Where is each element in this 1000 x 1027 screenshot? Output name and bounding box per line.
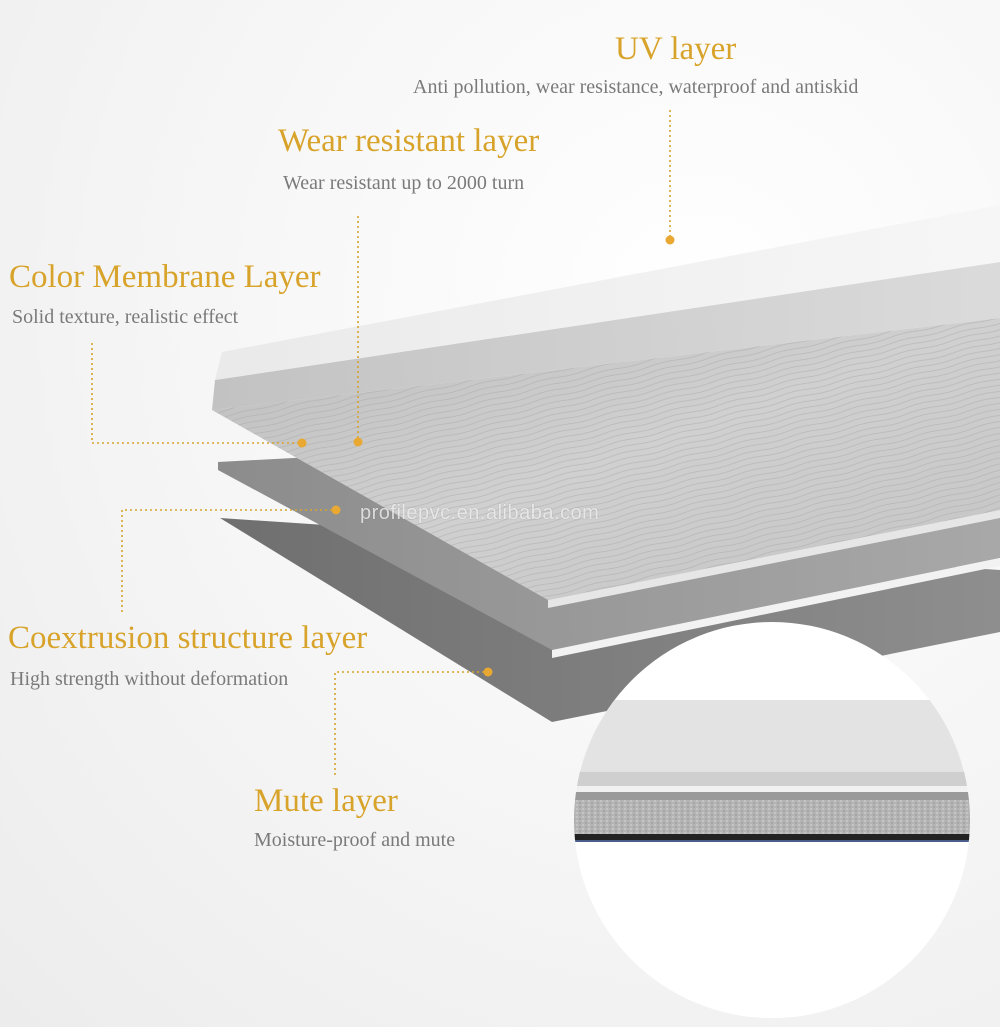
color-membrane-layer-title: Color Membrane Layer [9, 261, 321, 294]
wear-dot [354, 438, 363, 447]
watermark: profilepvc.en.alibaba.com [360, 502, 599, 525]
uv-dot [666, 236, 675, 245]
color-membrane-layer-description: Solid texture, realistic effect [12, 307, 238, 327]
mute-leader [335, 672, 488, 775]
wear-resistant-layer-description: Wear resistant up to 2000 turn [283, 173, 524, 193]
mute-layer-title: Mute layer [254, 785, 398, 818]
coextrusion-dot [332, 506, 341, 515]
uv-layer-title: UV layer [615, 33, 736, 66]
wear-resistant-layer-title: Wear resistant layer [278, 125, 539, 158]
coextrusion-layer-title: Coextrusion structure layer [8, 622, 367, 655]
mute-layer-description: Moisture-proof and mute [254, 830, 455, 850]
cross-section-detail [560, 700, 980, 1022]
color-dot [298, 439, 307, 448]
mute-dot [484, 668, 493, 677]
uv-layer-description: Anti pollution, wear resistance, waterpr… [413, 77, 858, 97]
coextrusion-layer-description: High strength without deformation [10, 669, 288, 689]
